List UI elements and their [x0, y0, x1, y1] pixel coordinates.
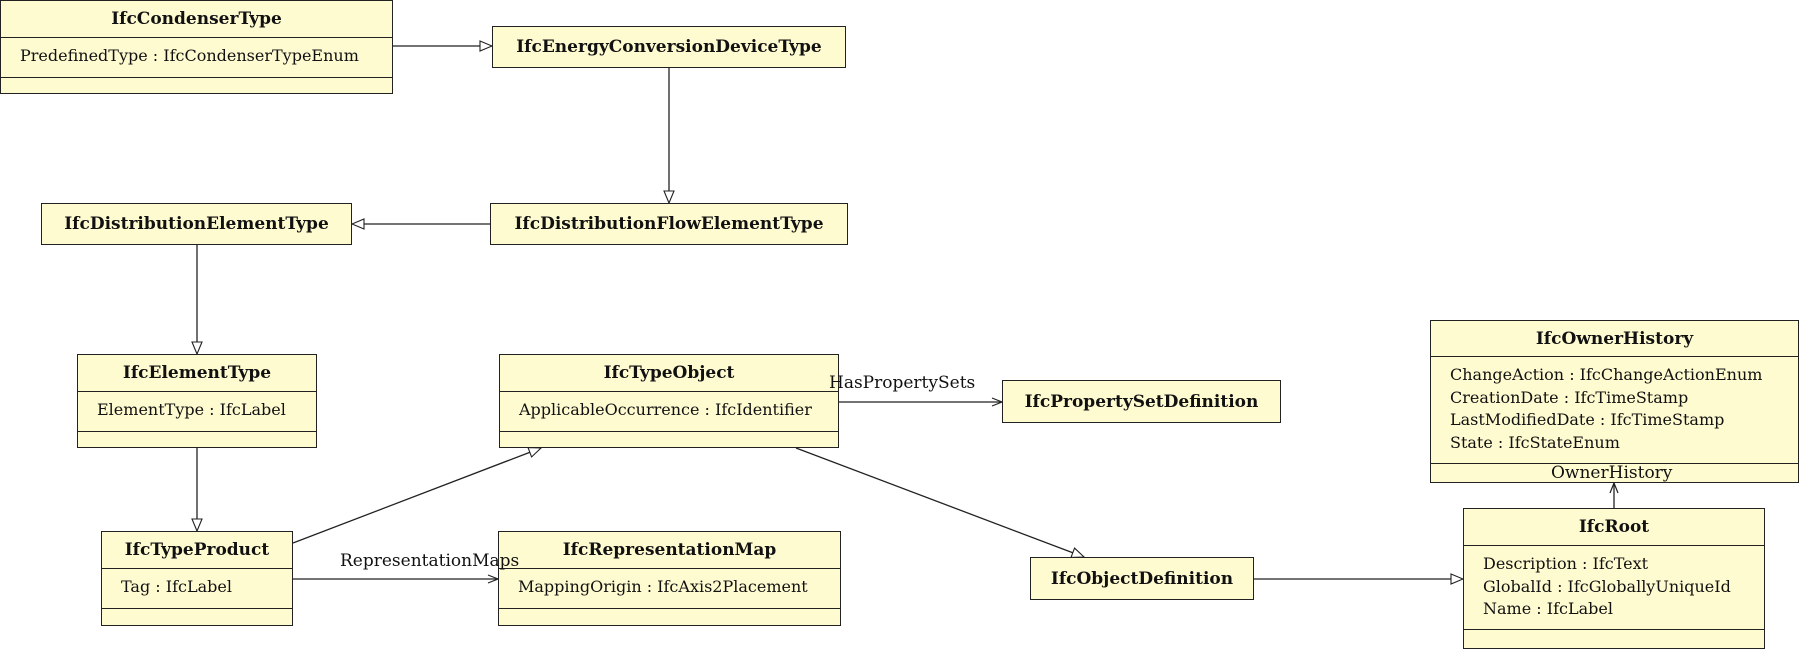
class-attributes: PredefinedType : IfcCondenserTypeEnum: [1, 37, 392, 77]
class-attributes: Description : IfcText GlobalId : IfcGlob…: [1464, 545, 1764, 629]
attribute: Tag : IfcLabel: [121, 577, 232, 596]
class-operations: [1431, 463, 1798, 481]
class-attributes: Tag : IfcLabel: [102, 568, 292, 608]
class-attributes: MappingOrigin : IfcAxis2Placement: [499, 568, 840, 608]
attribute: PredefinedType : IfcCondenserTypeEnum: [20, 46, 359, 65]
class-name: IfcOwnerHistory: [1535, 328, 1694, 349]
generalization-typeobject-to-objdef: [795, 447, 1084, 557]
attribute: Description : IfcText: [1483, 554, 1649, 573]
class-name: IfcTypeProduct: [124, 540, 270, 560]
class-name: IfcPropertySetDefinition: [1024, 391, 1259, 412]
class-name: IfcRoot: [1578, 517, 1650, 537]
class-ifc-energy-conversion-device-type[interactable]: IfcEnergyConversionDeviceType: [492, 26, 846, 68]
class-operations: [500, 431, 838, 447]
class-operations: [1464, 629, 1764, 648]
attribute: ApplicableOccurrence : IfcIdentifier: [519, 400, 812, 419]
class-ifc-property-set-definition[interactable]: IfcPropertySetDefinition: [1002, 380, 1281, 423]
class-operations: [499, 608, 840, 625]
class-ifc-owner-history[interactable]: IfcOwnerHistory ChangeAction : IfcChange…: [1430, 320, 1799, 483]
class-ifc-representation-map[interactable]: IfcRepresentationMap MappingOrigin : Ifc…: [498, 531, 841, 626]
class-name: IfcRepresentationMap: [562, 540, 777, 560]
association-label-representation-maps: RepresentationMaps: [340, 551, 520, 571]
class-name: IfcDistributionElementType: [64, 214, 329, 234]
class-name: IfcTypeObject: [603, 363, 735, 383]
class-operations: [78, 431, 316, 447]
class-operations: [1, 77, 392, 93]
generalization-typeproduct-to-typeobject: [292, 448, 541, 544]
attribute: ElementType : IfcLabel: [97, 400, 286, 419]
class-name: IfcElementType: [122, 363, 272, 383]
class-attributes: ChangeAction : IfcChangeActionEnum Creat…: [1431, 356, 1798, 463]
class-ifc-type-object[interactable]: IfcTypeObject ApplicableOccurrence : Ifc…: [499, 354, 839, 448]
association-label-owner-history: OwnerHistory: [1551, 463, 1673, 483]
class-ifc-distribution-flow-element-type[interactable]: IfcDistributionFlowElementType: [490, 203, 848, 245]
association-label-has-property-sets: HasPropertySets: [829, 373, 976, 393]
class-attributes: ElementType : IfcLabel: [78, 391, 316, 431]
class-ifc-distribution-element-type[interactable]: IfcDistributionElementType: [41, 203, 352, 245]
attribute: GlobalId : IfcGloballyUniqueId: [1483, 576, 1731, 596]
attribute: CreationDate : IfcTimeStamp: [1450, 387, 1689, 407]
attribute: Name : IfcLabel: [1483, 599, 1613, 618]
attribute: ChangeAction : IfcChangeActionEnum: [1450, 365, 1763, 384]
class-ifc-condenser-type[interactable]: IfcCondenserType PredefinedType : IfcCon…: [0, 0, 393, 94]
attribute: State : IfcStateEnum: [1450, 432, 1620, 452]
class-ifc-object-definition[interactable]: IfcObjectDefinition: [1030, 557, 1254, 600]
class-ifc-element-type[interactable]: IfcElementType ElementType : IfcLabel: [77, 354, 317, 448]
class-ifc-type-product[interactable]: IfcTypeProduct Tag : IfcLabel: [101, 531, 293, 626]
class-ifc-root[interactable]: IfcRoot Description : IfcText GlobalId :…: [1463, 508, 1765, 649]
class-name: IfcEnergyConversionDeviceType: [516, 37, 822, 57]
class-operations: [102, 608, 292, 625]
class-name: IfcObjectDefinition: [1050, 568, 1234, 589]
class-name: IfcDistributionFlowElementType: [514, 214, 824, 234]
class-name: IfcCondenserType: [111, 9, 282, 29]
attribute: MappingOrigin : IfcAxis2Placement: [518, 577, 808, 596]
class-attributes: ApplicableOccurrence : IfcIdentifier: [500, 391, 838, 431]
attribute: LastModifiedDate : IfcTimeStamp: [1450, 410, 1725, 429]
